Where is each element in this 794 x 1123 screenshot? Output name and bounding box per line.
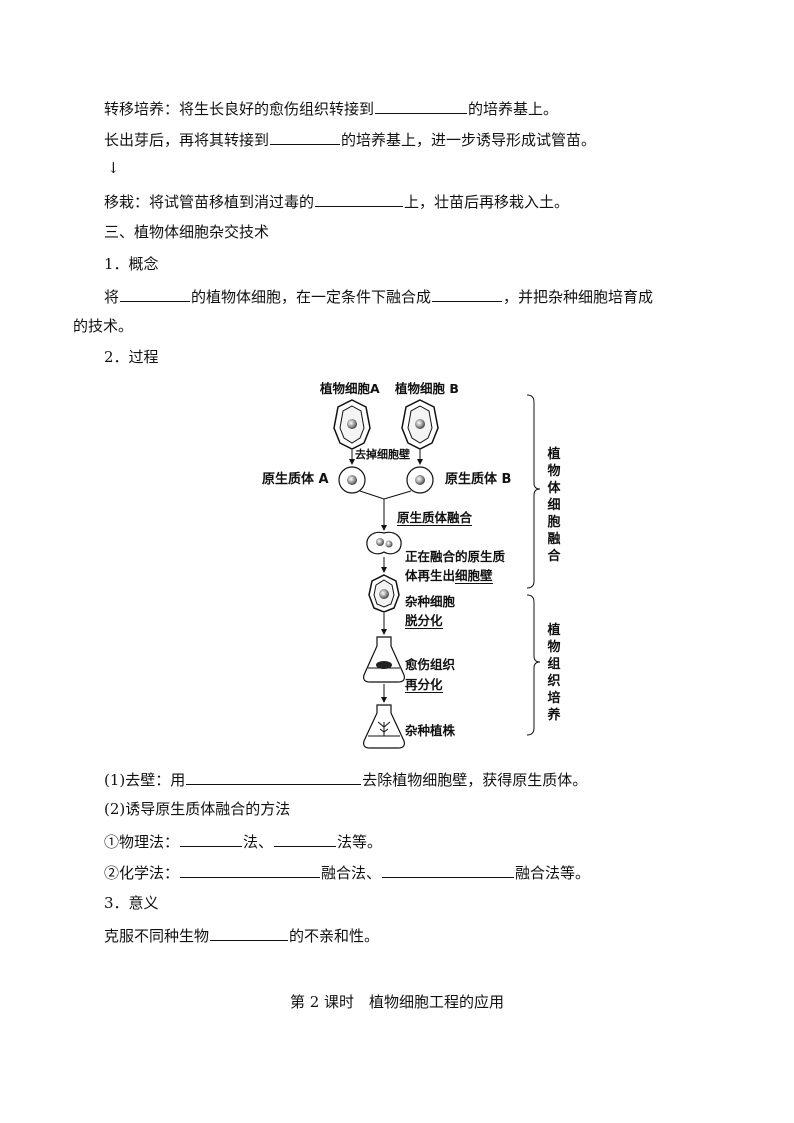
text: 去除植物细胞壁，获得原生质体。 <box>362 771 588 789</box>
text: 克服不同种生物 <box>104 927 210 945</box>
text: 融合法、 <box>321 864 382 882</box>
label-regen-2: 体再生出细胞壁 <box>405 568 493 584</box>
text: 长出芽后，再将其转接到 <box>104 131 270 149</box>
fill-blank[interactable] <box>375 97 468 114</box>
regen-text: 体再生出 <box>405 568 456 583</box>
concept-line: 将 的植物体细胞，在一定条件下融合成 ，并把杂种细胞培育成 <box>104 285 653 307</box>
fill-blank[interactable] <box>270 128 341 145</box>
text: 将 <box>104 288 120 306</box>
text: 融合法等。 <box>515 864 591 882</box>
fill-blank[interactable] <box>210 924 289 941</box>
fill-blank[interactable] <box>432 285 503 302</box>
plant-cell-a-icon <box>333 399 371 450</box>
text: 的不亲和性。 <box>289 927 380 945</box>
transfer-culture-line: 转移培养：将生长良好的愈伤组织转接到 的培养基上。 <box>104 97 558 119</box>
fill-blank[interactable] <box>315 190 404 207</box>
text: ②化学法： <box>104 864 180 882</box>
fusing-protoplast-icon <box>366 531 402 555</box>
text: 法、 <box>243 833 274 851</box>
text: 移栽：将试管苗移植到消过毒的 <box>104 193 315 211</box>
fill-blank[interactable] <box>120 285 191 302</box>
label-hybrid-cell: 杂种细胞 <box>405 594 456 609</box>
dediff-text: 脱分化 <box>405 613 443 629</box>
significance-line: 克服不同种生物 的不亲和性。 <box>104 924 379 946</box>
label-cell-a: 植物细胞A <box>320 381 380 396</box>
text: 转移培养：将生长良好的愈伤组织转接到 <box>104 100 375 118</box>
section-heading: 三、植物体细胞杂交技术 <box>104 223 270 241</box>
down-arrow: ↓ <box>107 159 120 177</box>
hybrid-cell-icon <box>368 574 400 613</box>
text: (1)去壁：用 <box>104 771 186 789</box>
text: ，并把杂种细胞培育成 <box>503 288 654 306</box>
sprout-line: 长出芽后，再将其转接到 的培养基上，进一步诱导形成试管苗。 <box>104 128 596 150</box>
fill-blank[interactable] <box>382 861 515 878</box>
fusion-process-diagram <box>333 394 541 749</box>
protoplast-a-icon <box>338 466 366 494</box>
text: 的植物体细胞，在一定条件下融合成 <box>191 288 432 306</box>
label-fusion: 原生质体融合 <box>397 510 473 526</box>
label-protoplast-a: 原生质体 A <box>262 472 329 487</box>
rediff-text: 再分化 <box>405 677 443 693</box>
bracket-label-tissue-culture: 植物组织培养 <box>547 623 561 723</box>
text: 的培养基上，进一步诱导形成试管苗。 <box>341 131 597 149</box>
label-regen-1: 正在融合的原生质 <box>405 549 506 564</box>
detail-physical: ①物理法： 法、 法等。 <box>104 830 382 852</box>
process-title: 2．过程 <box>104 348 159 366</box>
fill-blank[interactable] <box>180 830 243 847</box>
detail-fusion-methods: (2)诱导原生质体融合的方法 <box>104 800 291 818</box>
detail-chemical: ②化学法： 融合法、 融合法等。 <box>104 861 590 883</box>
label-dediff: 脱分化 <box>405 613 443 629</box>
fusion-text: 原生质体融合 <box>397 510 473 526</box>
hybrid-plant-flask-icon <box>363 704 405 749</box>
text: 1．概念 <box>104 255 159 273</box>
fill-blank[interactable] <box>180 861 321 878</box>
text: 的培养基上。 <box>468 100 559 118</box>
label-protoplast-b: 原生质体 B <box>445 472 512 487</box>
fill-blank[interactable] <box>186 768 362 785</box>
label-rediff: 再分化 <box>405 677 443 693</box>
cell-wall-text: 细胞壁 <box>455 568 493 584</box>
label-hybrid-plant: 杂种植株 <box>405 723 456 738</box>
bracket-label-fusion: 植物体细胞融合 <box>547 447 561 564</box>
text: ①物理法： <box>104 833 180 851</box>
fill-blank[interactable] <box>274 830 337 847</box>
concept-line-cont: 的技术。 <box>73 317 134 335</box>
protoplast-b-icon <box>406 466 434 494</box>
concept-title: 1．概念 <box>104 254 159 274</box>
callus-flask-icon <box>363 636 405 683</box>
label-callus: 愈伤组织 <box>405 657 456 672</box>
label-cell-b: 植物细胞 B <box>395 381 459 396</box>
detail-remove-wall: (1)去壁：用 去除植物细胞壁，获得原生质体。 <box>104 768 587 790</box>
bracket-fusion <box>526 394 541 589</box>
text: 法等。 <box>337 833 383 851</box>
plant-cell-b-icon <box>401 399 439 450</box>
significance-title: 3．意义 <box>104 894 159 912</box>
label-remove-wall: 去掉细胞壁 <box>355 448 410 461</box>
transplant-line: 移栽：将试管苗移植到消过毒的 上，壮苗后再移栽入土。 <box>104 190 569 212</box>
bracket-tissue-culture <box>526 594 541 736</box>
text: 上，壮苗后再移栽入土。 <box>404 193 570 211</box>
lesson-title: 第 2 课时 植物细胞工程的应用 <box>289 993 505 1011</box>
